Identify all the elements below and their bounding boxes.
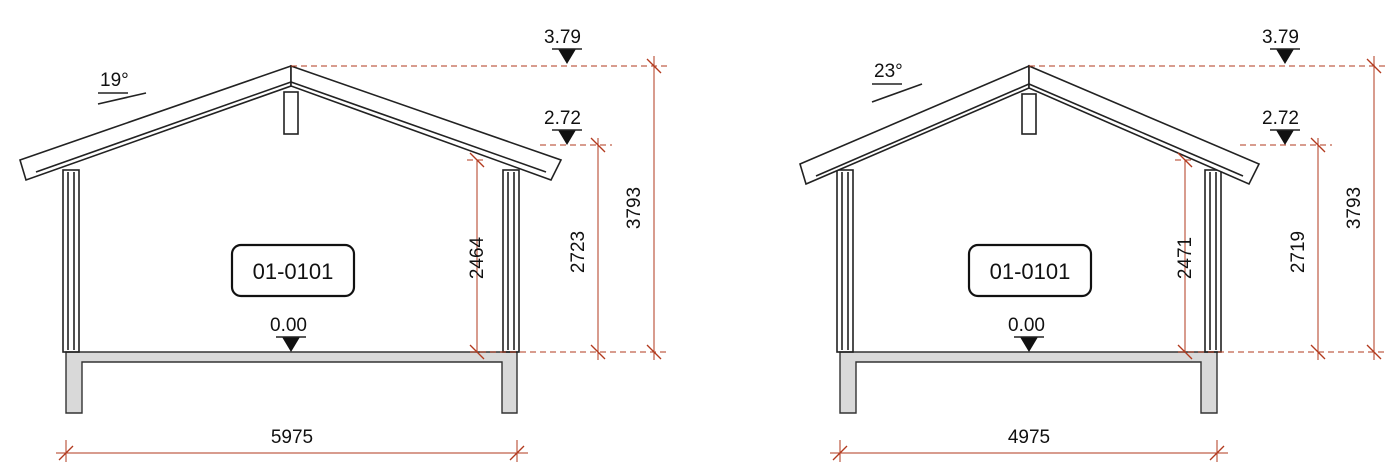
roof-angle-label: 19°	[100, 70, 129, 91]
level-triangle-icon	[282, 337, 300, 352]
room-tag: 01-0101	[230, 243, 356, 298]
room-tag-label: 01-0101	[253, 259, 334, 284]
roof-left-slope	[799, 64, 1030, 186]
level-triangle-icon	[558, 49, 576, 64]
level-eave: 2.72	[544, 108, 582, 145]
level-ridge: 3.79	[1262, 27, 1300, 64]
dim-total-height: 3793	[1344, 187, 1365, 229]
room-tag-label: 01-0101	[990, 259, 1071, 284]
foundation	[839, 351, 1218, 414]
level-ridge-label: 3.79	[544, 27, 581, 48]
roof-angle-symbol: 23°	[871, 61, 923, 103]
level-eave: 2.72	[1262, 108, 1300, 145]
level-floor-label: 0.00	[1008, 315, 1045, 336]
dim-width: 4975	[1008, 427, 1050, 448]
dim-inner-height: 2471	[1175, 237, 1196, 279]
dim-eave-height: 2723	[568, 231, 589, 273]
left-wall	[62, 169, 80, 353]
dim-total-height: 3793	[624, 187, 645, 229]
level-ridge-label: 3.79	[1262, 27, 1299, 48]
dim-eave-height: 2719	[1288, 231, 1309, 273]
dim-inner-height: 2464	[467, 236, 488, 279]
left-wall	[836, 169, 854, 353]
foundation	[65, 351, 518, 414]
roof-angle-symbol: 19°	[97, 70, 147, 105]
roof-right-slope	[290, 64, 563, 181]
dim-width: 5975	[271, 427, 313, 448]
level-eave-label: 2.72	[544, 108, 581, 129]
right-wall	[1204, 169, 1222, 353]
roof-right-slope	[1028, 64, 1261, 186]
level-eave-label: 2.72	[1262, 108, 1299, 129]
ridge-beam	[283, 91, 299, 135]
level-floor-label: 0.00	[270, 315, 307, 336]
ridge-beam	[1021, 93, 1037, 135]
level-ridge: 3.79	[544, 27, 582, 64]
dimensions: 2464 2723 3793 5975	[56, 56, 668, 462]
level-triangle-icon	[1020, 337, 1038, 352]
section-left: 19° 3.79 2.72 0.00 01-0101	[19, 27, 668, 462]
right-wall	[502, 169, 520, 353]
section-right: 23° 3.79 2.72 0.00 01-0101	[799, 27, 1387, 462]
dimensions: 2471 2719 3793 4975	[830, 56, 1387, 462]
level-floor: 0.00	[270, 315, 307, 352]
roof-angle-label: 23°	[874, 61, 903, 82]
level-triangle-icon	[558, 130, 576, 145]
level-triangle-icon	[1276, 130, 1294, 145]
level-floor: 0.00	[1008, 315, 1045, 352]
level-triangle-icon	[1276, 49, 1294, 64]
room-tag: 01-0101	[967, 243, 1093, 298]
